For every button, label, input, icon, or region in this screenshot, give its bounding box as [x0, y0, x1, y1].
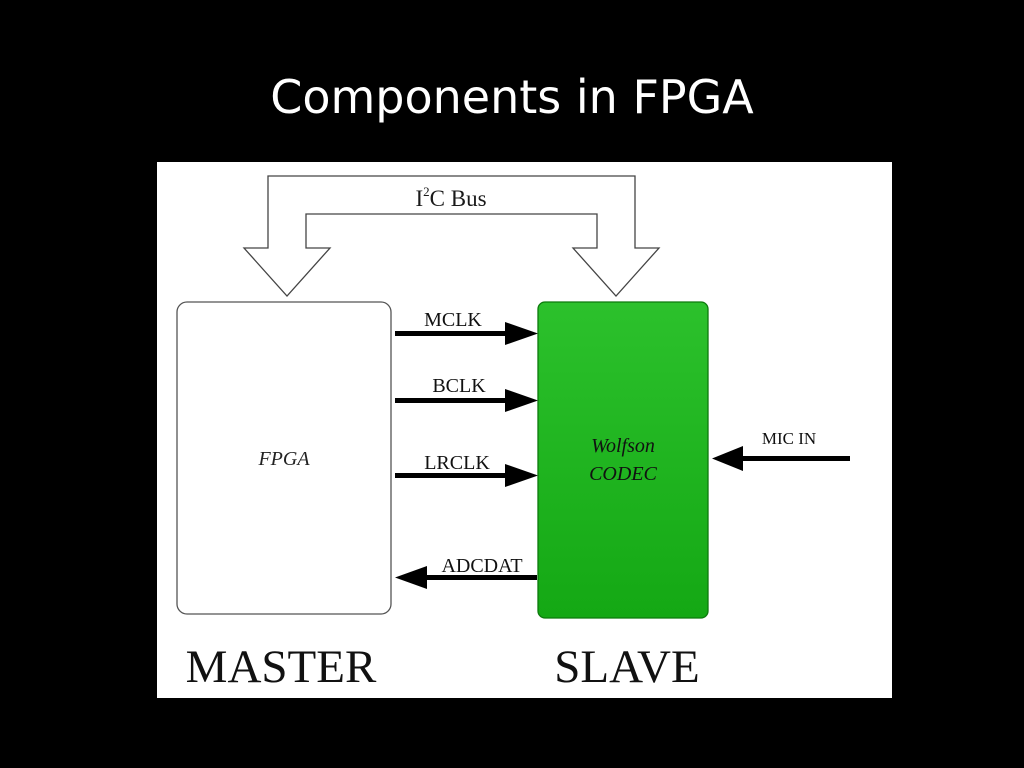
- i2c-bus-label-prefix: I: [415, 186, 423, 211]
- diagram-panel: I2C Bus FPGA Wolfson CODEC MCLK BCLK: [157, 162, 892, 698]
- signal-mclk-label: MCLK: [424, 309, 482, 331]
- slave-role-label: SLAVE: [554, 641, 699, 693]
- codec-label-line1: Wolfson: [591, 435, 655, 457]
- mic-in-shaft: [737, 456, 850, 461]
- i2c-bus-label-superscript: 2: [423, 184, 430, 199]
- codec-box: [537, 301, 709, 619]
- mic-in-arrowhead: [712, 446, 743, 471]
- fpga-box: [176, 301, 392, 615]
- signal-adcdat-arrowhead: [395, 566, 427, 589]
- fpga-label: FPGA: [257, 448, 310, 470]
- signal-bclk-shaft: [395, 398, 513, 403]
- master-role-label: MASTER: [186, 641, 377, 693]
- signal-mclk-shaft: [395, 331, 513, 336]
- i2c-bus-label-suffix: C Bus: [430, 186, 487, 211]
- slide-title: Components in FPGA: [270, 70, 754, 124]
- codec-label-line2: CODEC: [589, 463, 657, 485]
- mic-in-label: MIC IN: [762, 429, 816, 448]
- signal-adcdat-label: ADCDAT: [441, 555, 522, 577]
- signal-mclk: MCLK: [395, 309, 538, 345]
- signal-lrclk-label: LRCLK: [424, 452, 490, 474]
- mic-in-input: MIC IN: [712, 429, 850, 471]
- signal-lrclk-arrowhead: [505, 464, 538, 487]
- i2c-bus-arrow: [242, 175, 661, 297]
- signal-adcdat-shaft: [420, 575, 537, 580]
- signal-lrclk: LRCLK: [395, 452, 538, 487]
- signal-bclk-arrowhead: [505, 389, 538, 412]
- signal-adcdat: ADCDAT: [395, 555, 537, 589]
- signal-bclk-label: BCLK: [432, 375, 486, 397]
- i2c-bus-label: I2C Bus: [415, 184, 486, 211]
- signal-mclk-arrowhead: [505, 322, 538, 345]
- block-diagram: I2C Bus FPGA Wolfson CODEC MCLK BCLK: [176, 175, 850, 693]
- signal-bclk: BCLK: [395, 375, 538, 412]
- signal-lrclk-shaft: [395, 473, 513, 478]
